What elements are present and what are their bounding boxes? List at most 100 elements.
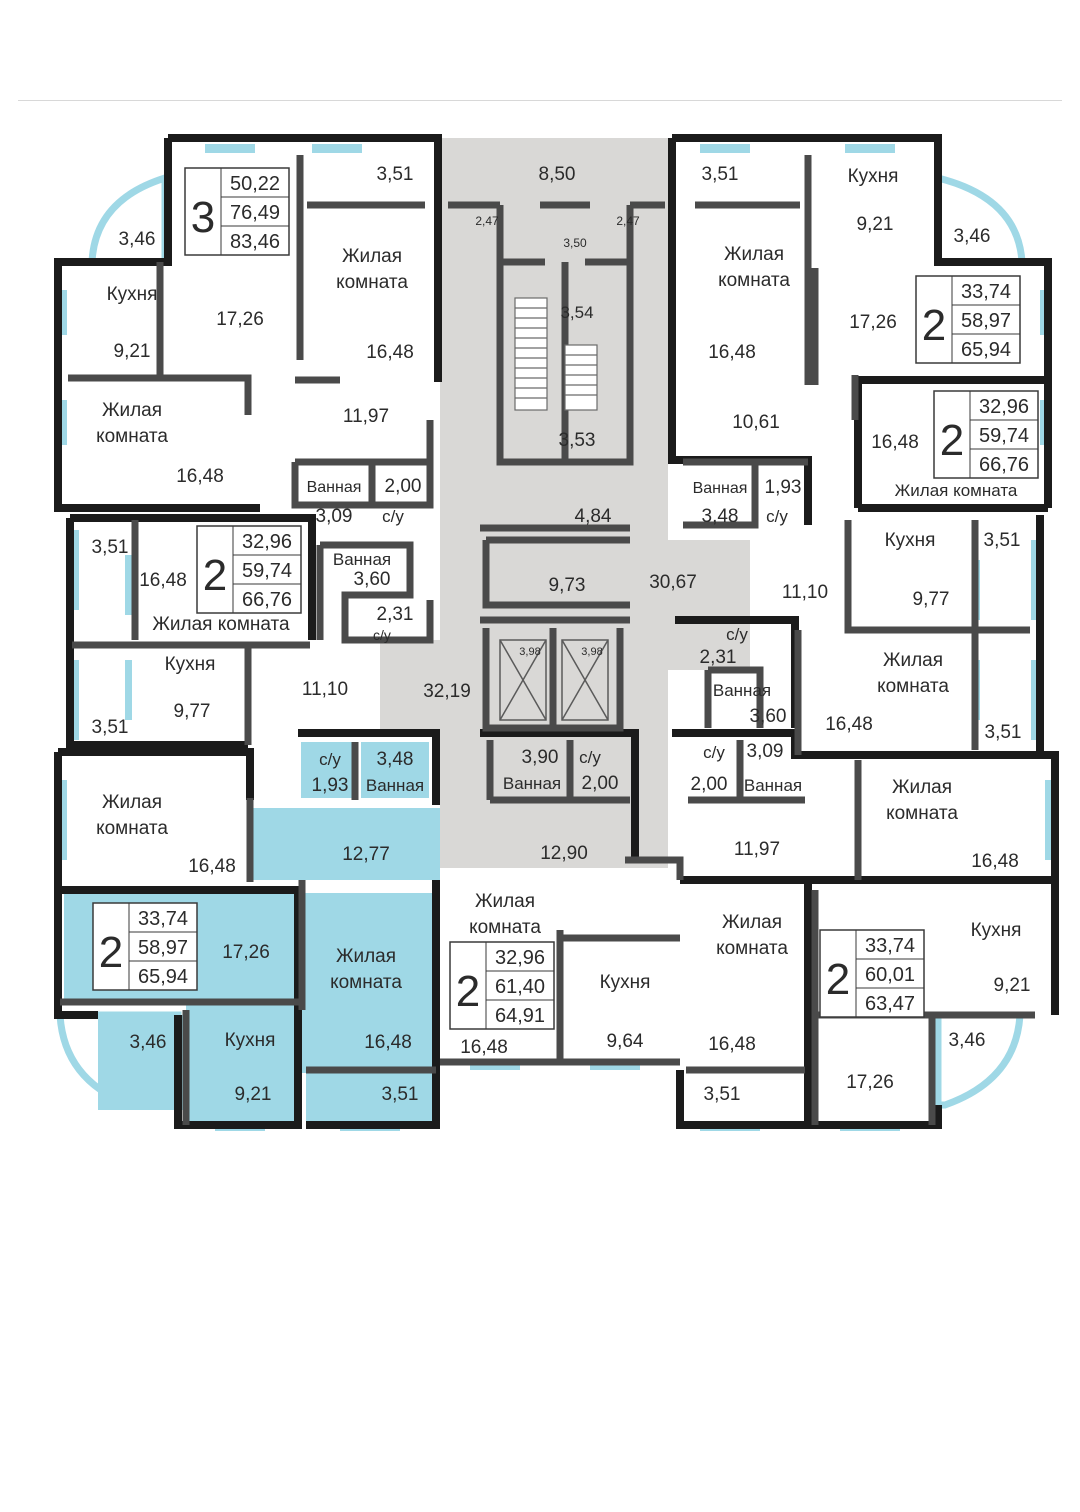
room-title-line: комната <box>716 938 788 959</box>
room-label: 3,51 <box>985 722 1022 743</box>
area-value: 65,94 <box>138 966 188 988</box>
room-label: с/у <box>373 627 391 643</box>
room-label: 16,48 <box>460 1037 508 1058</box>
area-value: 50,22 <box>230 173 280 195</box>
area-value: 58,97 <box>138 937 188 959</box>
room-title-line: комната <box>469 917 541 938</box>
area-value: 32,96 <box>979 396 1029 418</box>
room-label: 17,26 <box>216 309 264 330</box>
room-label: 9,21 <box>235 1084 272 1105</box>
room-label: Ванная <box>503 774 561 793</box>
room-title-line: Жилая <box>722 912 782 933</box>
room-label: 16,48 <box>176 466 224 487</box>
room-label: 3,46 <box>119 229 156 250</box>
room-title-line: комната <box>96 818 168 839</box>
room-label: 3,98 <box>519 646 540 658</box>
room-title-line: Жилая <box>475 891 535 912</box>
room-title-line: Жилая <box>892 777 952 798</box>
summary-frame <box>933 390 1039 479</box>
area-value: 33,74 <box>865 935 915 957</box>
room-label: 16,48 <box>971 851 1019 872</box>
room-label: 16,48 <box>139 570 187 591</box>
room-label: 3,90 <box>522 747 559 768</box>
apartment-summaries: 350,2276,4983,46233,7458,9765,94232,9659… <box>92 167 1039 1030</box>
room-title-line: Жилая <box>336 946 396 967</box>
area-value: 32,96 <box>495 947 545 969</box>
area-value: 66,76 <box>979 454 1029 476</box>
room-label: 3,51 <box>984 530 1021 551</box>
room-label: 2,47 <box>475 214 499 228</box>
room-count: 2 <box>922 301 946 350</box>
room-count: 2 <box>940 416 964 465</box>
room-title: Жилая комната <box>336 246 408 293</box>
room-label: 9,73 <box>549 575 586 596</box>
room-count: 2 <box>456 967 480 1016</box>
room-title-line: Жилая <box>102 400 162 421</box>
room-title: Жилая комната <box>96 400 168 447</box>
room-label: 3,51 <box>704 1084 741 1105</box>
elevators <box>499 639 609 721</box>
core-walls <box>448 201 665 732</box>
room-label: 8,50 <box>539 164 576 185</box>
room-label: 4,84 <box>575 506 612 527</box>
room-label: 9,64 <box>607 1031 644 1052</box>
room-label: 1,93 <box>312 775 349 796</box>
room-label: 3,09 <box>747 741 784 762</box>
room-count: 2 <box>99 928 123 977</box>
room-label: 3,98 <box>581 646 602 658</box>
room-label: 3,51 <box>382 1084 419 1105</box>
room-label: 17,26 <box>222 942 270 963</box>
area-value: 60,01 <box>865 964 915 986</box>
summary-box: 3 50,22 76,49 83,46 <box>184 167 290 256</box>
room-label: с/у <box>703 743 725 762</box>
room-label: Ванная <box>333 550 391 569</box>
room-count: 3 <box>191 193 215 242</box>
room-label: Кухня <box>885 530 936 551</box>
room-title-line: Жилая <box>724 244 784 265</box>
room-label: 10,61 <box>732 412 780 433</box>
page-top-rule <box>18 100 1062 101</box>
room-count: 2 <box>203 551 227 600</box>
room-label: 12,77 <box>342 844 390 865</box>
room-label: 2,31 <box>700 647 737 668</box>
room-label: Ванная <box>693 480 748 497</box>
room-label: 16,48 <box>871 432 919 453</box>
area-value: 61,40 <box>495 976 545 998</box>
room-label: 9,77 <box>913 589 950 610</box>
area-value: 76,49 <box>230 202 280 224</box>
outer-walls <box>54 134 1059 1129</box>
room-label: 3,46 <box>954 226 991 247</box>
room-label: с/у <box>766 507 788 526</box>
room-label: Кухня <box>600 972 651 993</box>
room-label: 16,48 <box>366 342 414 363</box>
room-title-line: Жилая <box>883 650 943 671</box>
room-label: Ванная <box>307 479 362 496</box>
area-value: 66,76 <box>242 589 292 611</box>
area-value: 32,96 <box>242 531 292 553</box>
room-title-line: комната <box>96 426 168 447</box>
room-label: 3,50 <box>563 236 587 250</box>
room-label: Кухня <box>971 920 1022 941</box>
room-title-line: комната <box>336 272 408 293</box>
room-label: 16,48 <box>708 342 756 363</box>
room-label: 1,93 <box>765 477 802 498</box>
room-title-line: Жилая <box>342 246 402 267</box>
room-title: Жилая комната <box>716 912 788 959</box>
room-label: 9,21 <box>857 214 894 235</box>
room-label: Кухня <box>225 1030 276 1051</box>
room-label: 9,21 <box>994 975 1031 996</box>
room-title-line: Жилая <box>102 792 162 813</box>
room-title-line: комната <box>877 676 949 697</box>
area-value: 83,46 <box>230 231 280 253</box>
area-value: 65,94 <box>961 339 1011 361</box>
room-label: 2,31 <box>377 604 414 625</box>
room-label: с/у <box>319 750 341 769</box>
room-label: 11,97 <box>734 839 780 860</box>
